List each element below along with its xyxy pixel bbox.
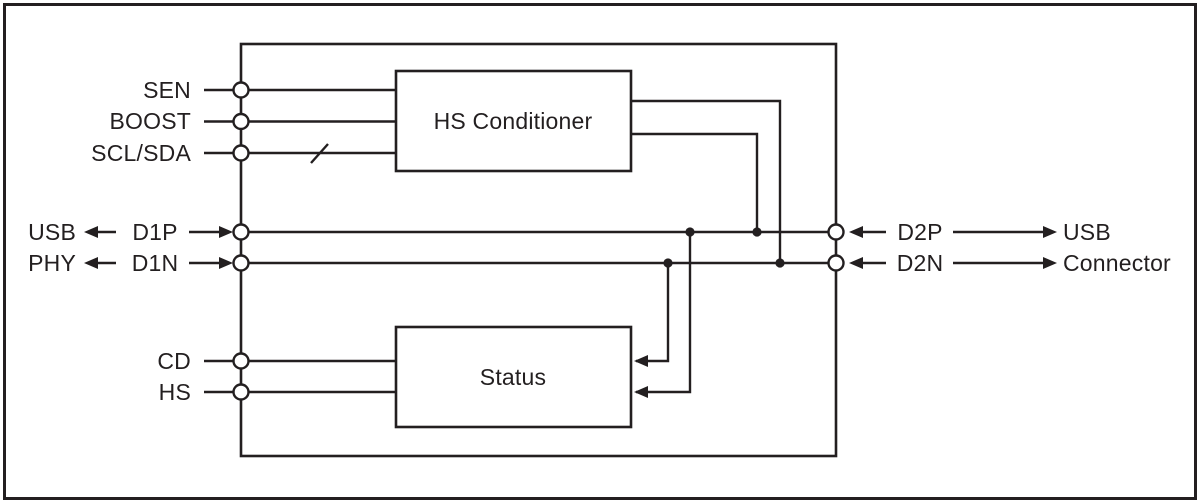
status-label: Status bbox=[480, 364, 546, 390]
d2n-label: D2N bbox=[897, 250, 944, 276]
d1p-label: D1P bbox=[132, 219, 177, 245]
d2n-connector-arrowhead bbox=[1043, 257, 1057, 269]
d2n-pin-circle bbox=[827, 254, 845, 272]
sen-label: SEN bbox=[143, 77, 191, 103]
hs-conditioner-label: HS Conditioner bbox=[434, 108, 593, 134]
d2p-pin-circle bbox=[827, 223, 845, 241]
status-upper-input-arrowhead bbox=[634, 355, 648, 367]
usb-connector-label-line2: Connector bbox=[1063, 250, 1171, 276]
hs-conditioner-out-to-d2n-wire bbox=[631, 99, 782, 263]
status-lower-input-arrowhead bbox=[634, 386, 648, 398]
d2n-pin-arrowhead bbox=[849, 257, 863, 269]
d1p-pin-circle bbox=[232, 223, 250, 241]
usb-left-arrowhead bbox=[84, 226, 98, 238]
hs-conditioner-out-to-d2p-wire bbox=[631, 132, 759, 232]
d2p-pin-arrowhead bbox=[849, 226, 863, 238]
d2p-label: D2P bbox=[897, 219, 942, 245]
hs-label: HS bbox=[159, 379, 191, 405]
usb-connector-label-line1: USB bbox=[1063, 219, 1111, 245]
bus-slash bbox=[310, 143, 329, 164]
wires bbox=[97, 88, 1044, 394]
boost-pin-circle bbox=[232, 112, 250, 131]
cd-pin-circle bbox=[232, 352, 250, 370]
chip-outline bbox=[239, 42, 838, 458]
junction-dot-d2n-status bbox=[663, 258, 673, 268]
junction-dot-d2p-hs bbox=[752, 227, 762, 237]
d2p-to-status-wire bbox=[636, 232, 692, 394]
boost-label: BOOST bbox=[109, 108, 191, 134]
usb-phy-label-line1: USB bbox=[28, 219, 76, 245]
junction-dot-d2n-hs bbox=[775, 258, 785, 268]
hs-conditioner-block bbox=[394, 69, 633, 173]
d2p-connector-arrowhead bbox=[1043, 226, 1057, 238]
d1n-pin-circle bbox=[232, 254, 250, 272]
sen-pin-circle bbox=[232, 81, 250, 99]
status-block bbox=[394, 325, 633, 429]
phy-left-arrowhead bbox=[84, 257, 98, 269]
hs-pin-circle bbox=[232, 383, 250, 401]
d1p-pin-arrowhead bbox=[219, 226, 233, 238]
usb-phy-label-line2: PHY bbox=[28, 250, 76, 276]
scl-sda-label: SCL/SDA bbox=[91, 140, 191, 166]
cd-label: CD bbox=[157, 348, 191, 374]
junction-dot-d2p-status bbox=[685, 227, 695, 237]
d1n-pin-arrowhead bbox=[219, 257, 233, 269]
d1n-label: D1N bbox=[132, 250, 179, 276]
scl-sda-pin-circle bbox=[232, 144, 250, 162]
